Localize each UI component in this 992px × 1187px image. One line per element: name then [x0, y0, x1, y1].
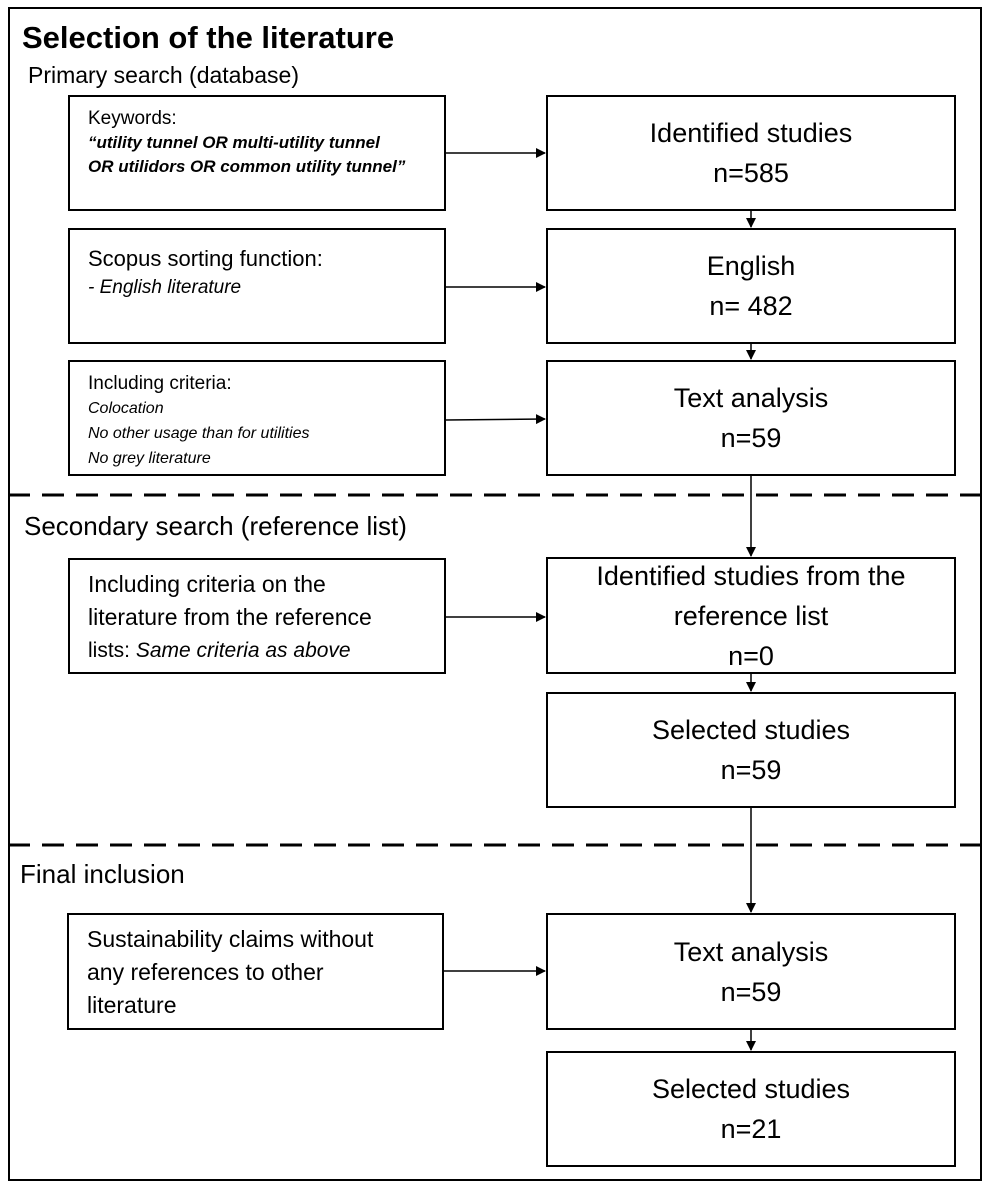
identified-studies-label: Identified studies — [649, 118, 853, 148]
criteria-heading: Including criteria: — [88, 373, 232, 394]
selected-studies-2-count: n=21 — [720, 1114, 782, 1144]
sustainability-line-1: Sustainability claims without — [87, 926, 374, 952]
keywords-line-2: OR utilidors OR common utility tunnel” — [88, 157, 406, 176]
keywords-heading: Keywords: — [88, 108, 177, 129]
text-analysis-2-label: Text analysis — [673, 936, 829, 967]
section-primary-label: Primary search (database) — [28, 62, 299, 88]
selected-studies-box-1: Selected studies n=59 — [546, 692, 956, 808]
identified-reference-box: Identified studies from the reference li… — [546, 557, 956, 674]
arrow-criteria-to-text-analysis — [445, 414, 546, 425]
keywords-line-1: “utility tunnel OR multi-utility tunnel — [88, 133, 380, 152]
sustainability-line-2: any references to other — [87, 959, 324, 985]
diagram-title: Selection of the literature — [22, 20, 395, 55]
selected-studies-box-2: Selected studies n=21 — [546, 1051, 956, 1167]
english-count: n= 482 — [709, 291, 793, 321]
reference-criteria-line-3-plain: lists: — [88, 639, 136, 662]
sustainability-line-3: literature — [87, 992, 177, 1018]
section-final-label: Final inclusion — [20, 859, 185, 889]
criteria-box: Including criteria: Colocation No other … — [68, 360, 446, 476]
reference-criteria-line-1: Including criteria on the — [88, 571, 326, 597]
selected-studies-2-label: Selected studies — [651, 1074, 851, 1104]
scopus-line-1: - English literature — [88, 277, 242, 298]
identified-reference-count: n=0 — [728, 640, 774, 671]
diagram-frame — [8, 7, 982, 1181]
criteria-line-3: No grey literature — [88, 450, 211, 467]
english-box: English n= 482 — [546, 228, 956, 344]
scopus-heading: Scopus sorting function: — [88, 246, 323, 271]
text-analysis-box-2: Text analysis n=59 — [546, 913, 956, 1030]
sustainability-box: Sustainability claims without any refere… — [67, 913, 444, 1030]
reference-criteria-line-3-italic: Same criteria as above — [135, 639, 351, 662]
selected-studies-1-label: Selected studies — [651, 715, 851, 745]
scopus-box: Scopus sorting function: - English liter… — [68, 228, 446, 344]
identified-studies-box: Identified studies n=585 — [546, 95, 956, 211]
reference-criteria-line-2: literature from the reference — [88, 604, 372, 630]
identified-reference-label-1: Identified studies from the — [596, 560, 906, 591]
english-label: English — [706, 251, 796, 281]
selected-studies-1-count: n=59 — [720, 755, 782, 785]
criteria-line-1: Colocation — [88, 400, 164, 417]
keywords-box: Keywords: “utility tunnel OR multi-utili… — [68, 95, 446, 211]
identified-studies-count: n=585 — [713, 158, 789, 188]
identified-reference-label-2: reference list — [673, 600, 829, 631]
text-analysis-1-count: n=59 — [720, 423, 782, 453]
criteria-line-2: No other usage than for utilities — [88, 425, 310, 442]
text-analysis-box-1: Text analysis n=59 — [546, 360, 956, 476]
text-analysis-1-label: Text analysis — [673, 383, 829, 413]
reference-criteria-line-3: lists: Same criteria as above — [88, 634, 430, 667]
reference-criteria-box: Including criteria on the literature fro… — [68, 558, 446, 674]
section-secondary-label: Secondary search (reference list) — [24, 511, 407, 541]
text-analysis-2-count: n=59 — [720, 976, 782, 1007]
